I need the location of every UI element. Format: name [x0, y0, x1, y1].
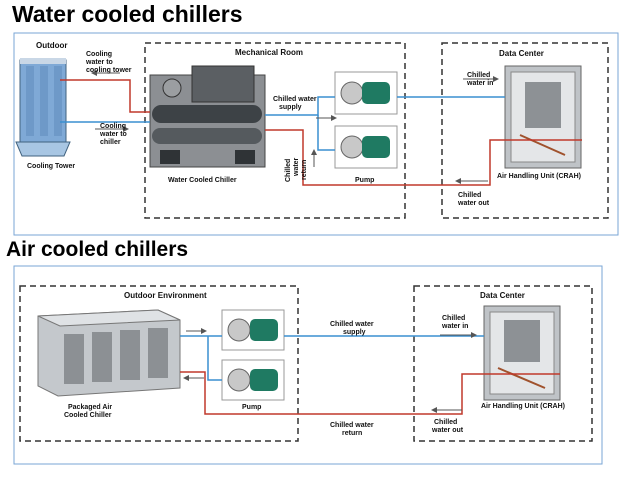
supply-label-2a: Chilled water	[330, 321, 374, 328]
return-label-2b: return	[342, 430, 362, 437]
data-center-box-2	[413, 285, 593, 442]
water-in-label-1b: water in	[466, 80, 493, 87]
cooling-tower-label: Cooling Tower	[27, 163, 75, 170]
supply-label-1b: supply	[279, 104, 302, 111]
data-center-label-1: Data Center	[499, 49, 544, 58]
supply-label-2b: supply	[343, 329, 366, 336]
water-out-label-2b: water out	[431, 427, 464, 434]
chilled-supply-branch-2	[207, 336, 222, 381]
chilled-supply-pipe-1	[265, 96, 505, 116]
outdoor-label: Outdoor	[36, 41, 68, 50]
pump-icon-supply-1	[334, 71, 398, 115]
pump-icon-return-1	[334, 125, 398, 169]
water-cooled-chiller-icon	[149, 65, 266, 168]
ahu-label-2: Air Handling Unit (CRAH)	[481, 403, 565, 410]
pump-icon-supply-2	[221, 309, 285, 351]
cooling-to-chiller-label-3: chiller	[100, 139, 121, 146]
chiller-label-1: Water Cooled Chiller	[168, 177, 237, 184]
supply-label-1a: Chilled water	[273, 96, 317, 103]
return-label-1c: return	[301, 160, 308, 180]
return-label-1a: Chilled	[285, 159, 292, 182]
outdoor-environment-label: Outdoor Environment	[124, 291, 207, 300]
air-cooled-title: Air cooled chillers	[6, 238, 189, 261]
water-in-label-2b: water in	[441, 323, 468, 330]
air-handling-unit-icon-2	[483, 305, 561, 401]
chilled-return-pipe-2	[180, 371, 560, 415]
return-label-2a: Chilled water	[330, 422, 374, 429]
return-label-1b: water	[293, 157, 300, 177]
cooling-to-chiller-label-1: Cooling	[100, 123, 126, 130]
cooling-to-tower-label-2: water to	[85, 59, 113, 66]
water-in-label-2a: Chilled	[442, 315, 465, 322]
water-out-label-1b: water out	[457, 200, 490, 207]
cooling-to-tower-pipe	[60, 79, 150, 113]
water-cooled-title: Water cooled chillers	[12, 1, 243, 27]
mechanical-room-label: Mechanical Room	[235, 48, 303, 57]
cooling-to-chiller-label-2: water to	[99, 131, 127, 138]
water-out-label-1a: Chilled	[458, 192, 481, 199]
cooling-to-tower-label-1: Cooling	[86, 51, 112, 58]
chiller-label-2a: Packaged Air	[68, 404, 112, 411]
cooling-to-tower-label-3: cooling tower	[86, 67, 132, 74]
chilled-supply-branch-1	[317, 115, 335, 151]
chiller-label-2b: Cooled Chiller	[64, 412, 112, 419]
chilled-return-pipe-1	[265, 129, 582, 186]
ahu-label-1: Air Handling Unit (CRAH)	[497, 173, 581, 180]
outdoor-environment-box	[19, 285, 299, 442]
data-center-box-1	[441, 42, 609, 219]
pump-label-2: Pump	[242, 404, 261, 411]
packaged-air-chiller-icon	[37, 309, 181, 397]
mechanical-room-box	[144, 42, 406, 219]
water-in-label-1a: Chilled	[467, 72, 490, 79]
pump-icon-return-2	[221, 359, 285, 401]
air-handling-unit-icon-1	[504, 65, 582, 169]
data-center-label-2: Data Center	[480, 291, 525, 300]
pump-label-1: Pump	[355, 177, 374, 184]
water-out-label-2a: Chilled	[434, 419, 457, 426]
cooling-tower-icon	[15, 58, 71, 157]
